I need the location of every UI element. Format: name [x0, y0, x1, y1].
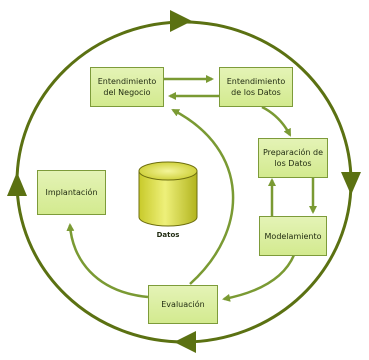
node-data-preparation: Preparación de los Datos — [258, 138, 328, 178]
arrow-evaluation-to-deployment — [66, 223, 149, 299]
node-modeling: Modelamiento — [259, 216, 327, 256]
database-label: Datos — [156, 231, 180, 239]
ring-arrow-bottom-icon — [174, 331, 196, 353]
arrow-evaluation-to-business — [171, 108, 235, 285]
node-business-understanding: Entendimiento del Negocio — [90, 67, 164, 107]
node-business-understanding-line1: Entendimiento — [97, 77, 157, 86]
node-evaluation: Evaluación — [148, 285, 218, 324]
node-deployment: Implantación — [37, 170, 106, 215]
arrow-data-to-preparation — [261, 105, 292, 137]
database-icon — [138, 161, 198, 227]
node-modeling-label: Modelamiento — [264, 231, 322, 241]
ring-arrow-top-icon — [170, 10, 192, 32]
node-data-understanding: Entendimiento de los Datos — [219, 67, 293, 107]
ring-arrow-left-icon — [7, 172, 27, 196]
node-evaluation-label: Evaluación — [161, 300, 205, 309]
node-data-preparation-line2: los Datos — [274, 159, 312, 168]
node-data-understanding-line1: Entendimiento — [226, 77, 286, 86]
node-business-understanding-line2: del Negocio — [103, 88, 151, 97]
node-deployment-label: Implantación — [45, 188, 98, 197]
ring-arrow-right-icon — [341, 172, 361, 195]
node-data-understanding-line2: de los Datos — [231, 88, 281, 97]
node-data-preparation-line1: Preparación de — [262, 148, 324, 157]
arrow-modeling-to-evaluation — [222, 254, 296, 302]
